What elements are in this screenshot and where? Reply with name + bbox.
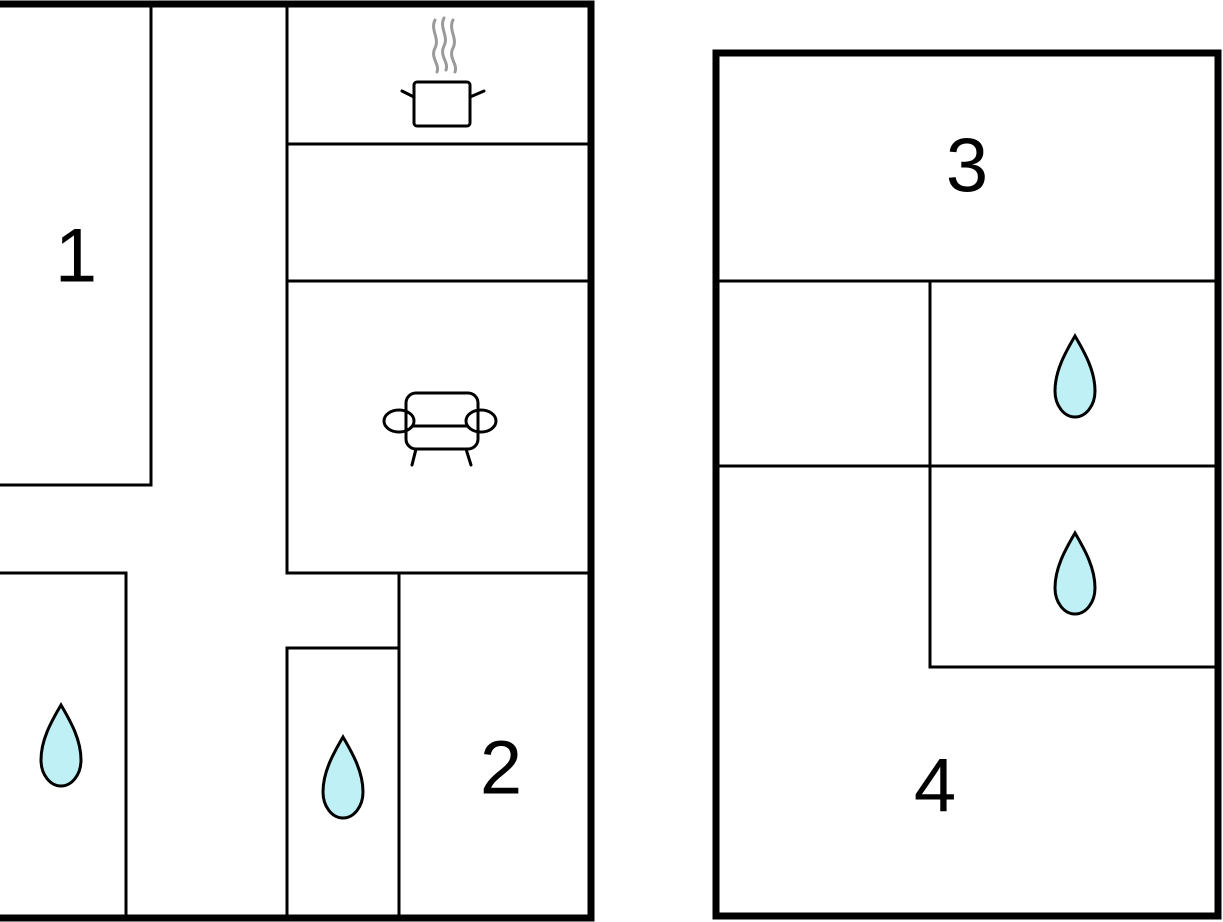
room-1-wall (0, 4, 153, 487)
water-drop-icon (39, 702, 83, 788)
left-level: 1 2 (0, 0, 595, 922)
water-drop-icon (321, 734, 365, 820)
bathroom-column-wall (928, 281, 1218, 669)
room-label-2: 2 (480, 726, 522, 811)
room-label-4: 4 (914, 744, 956, 829)
left-level-outer-wall (0, 0, 595, 922)
sofa-icon (382, 391, 498, 467)
cooking-pot-icon (400, 16, 486, 128)
right-level: 3 4 (712, 49, 1222, 920)
right-level-outer-wall (712, 49, 1222, 920)
kitchen-column-wall (285, 4, 591, 575)
room-label-3: 3 (946, 124, 988, 209)
room-label-1: 1 (55, 214, 97, 299)
water-drop-icon (1053, 333, 1097, 419)
bathroom-left-wall (0, 571, 128, 918)
bathroom-middle-wall (285, 646, 399, 918)
water-drop-icon (1053, 530, 1097, 616)
